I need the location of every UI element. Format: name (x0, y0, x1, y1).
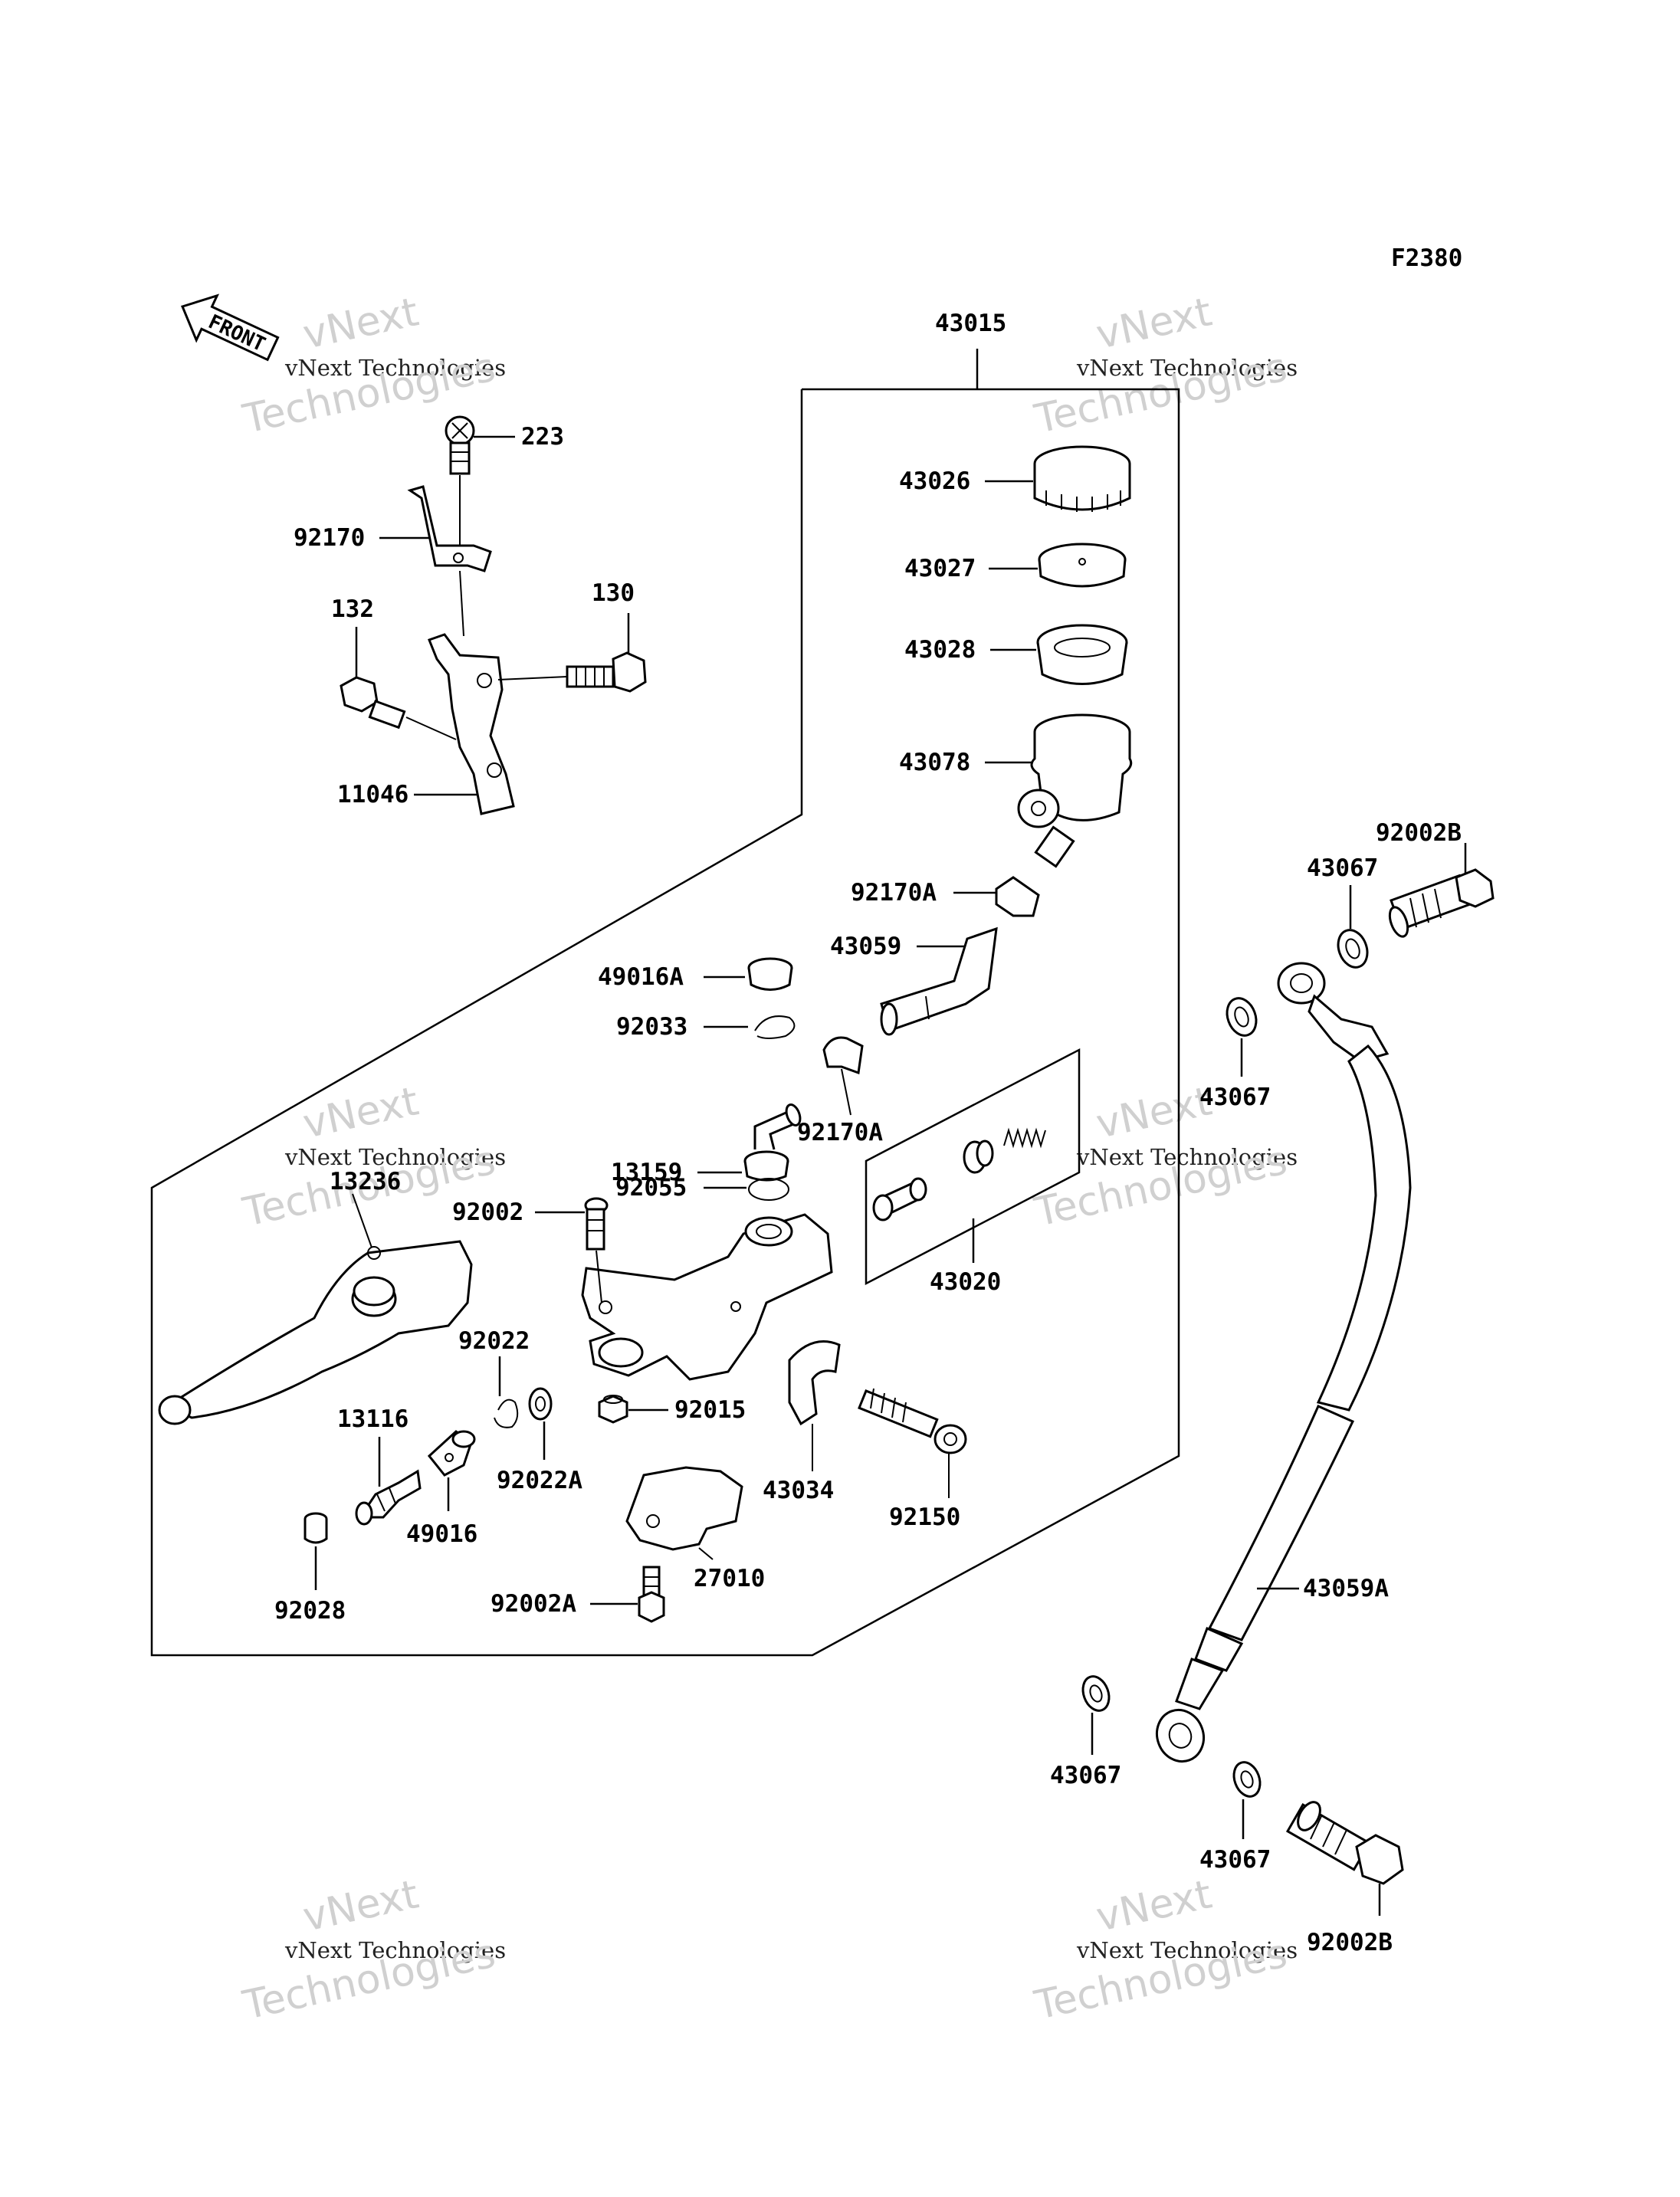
piston-kit-43020-parts (872, 1127, 1046, 1221)
label-92022: 92022 (458, 1327, 530, 1355)
assembly-43015-outline (150, 388, 1180, 1657)
label-92170A-top: 92170A (851, 879, 937, 907)
label-13159: 13159 (611, 1159, 682, 1186)
clip-92170A-top (995, 876, 1040, 917)
label-13236: 13236 (330, 1168, 401, 1195)
washer-92022A (528, 1387, 553, 1421)
circlip-92033 (754, 1015, 796, 1039)
bracket-92170 (407, 485, 492, 572)
washer-43067-d (1232, 1761, 1262, 1798)
label-49016A: 49016A (598, 963, 684, 991)
lever-13236 (158, 1240, 473, 1425)
svg-text:vNext Technologies: vNext Technologies (1076, 1937, 1298, 1963)
svg-text:vNext Technologies: vNext Technologies (284, 355, 506, 381)
label-92002B-top: 92002B (1376, 819, 1462, 847)
label-43067-b: 43067 (1199, 1084, 1271, 1111)
label-92022A: 92022A (497, 1467, 582, 1494)
front-arrow-icon: FRONT (180, 293, 280, 362)
plate-43027 (1038, 543, 1127, 588)
label-92150: 92150 (889, 1503, 960, 1531)
label-132: 132 (331, 595, 374, 623)
label-92002B-bottom: 92002B (1307, 1929, 1393, 1956)
label-43067-d: 43067 (1199, 1846, 1271, 1874)
label-92170A-mid: 92170A (797, 1119, 883, 1146)
label-130: 130 (592, 579, 635, 607)
label-223: 223 (521, 423, 564, 451)
nut-92015 (598, 1395, 628, 1424)
label-92055: 92055 (615, 1174, 687, 1202)
label-92002: 92002 (452, 1199, 523, 1226)
svg-text:vNext: vNext (299, 1078, 422, 1147)
kit-43020-outline (865, 1048, 1081, 1286)
label-43027: 43027 (904, 555, 976, 582)
label-92015: 92015 (674, 1396, 746, 1424)
banjo-bolt-92002B-bottom (1285, 1801, 1404, 1885)
washer-43067-c (1081, 1675, 1111, 1712)
label-43059A: 43059A (1303, 1575, 1389, 1602)
svg-text:vNext: vNext (1092, 1871, 1216, 1940)
diaphragm-43028 (1036, 624, 1128, 685)
oring-92055 (748, 1178, 789, 1201)
label-43026: 43026 (899, 467, 970, 495)
label-43015: 43015 (935, 310, 1006, 337)
label-27010: 27010 (694, 1565, 765, 1592)
label-43067-a: 43067 (1307, 854, 1378, 882)
switch-27010 (625, 1466, 743, 1551)
watermark-bottom-left: vNext vNext Technologies Technologies (238, 1871, 506, 2028)
label-43059: 43059 (830, 933, 901, 960)
svg-text:vNext Technologies: vNext Technologies (1076, 355, 1298, 381)
watermark-bottom-right: vNext vNext Technologies Technologies (1030, 1871, 1298, 2028)
bolt-132 (340, 676, 406, 730)
label-92033: 92033 (616, 1013, 687, 1041)
fitting-13159 (743, 1103, 802, 1182)
bolt-130 (566, 651, 647, 693)
label-43028: 43028 (904, 636, 976, 664)
label-13116: 13116 (337, 1405, 409, 1433)
cap-49016A (747, 957, 793, 991)
bolt-92150 (858, 1388, 967, 1454)
svg-text:vNext: vNext (299, 1871, 422, 1940)
circlip-92022 (494, 1399, 519, 1428)
screw-92002 (584, 1197, 609, 1251)
banjo-bolt-92002B-top (1388, 868, 1495, 938)
watermark-top-right: vNext vNext Technologies Technologies (1030, 289, 1298, 442)
screw-223 (445, 415, 475, 475)
svg-text:vNext: vNext (1092, 1078, 1216, 1147)
washer-43067-a (1337, 929, 1369, 969)
clip-92170A-mid (822, 1036, 864, 1075)
label-43078: 43078 (899, 749, 970, 776)
clamp-43034 (788, 1340, 841, 1426)
figure-code: F2380 (1391, 244, 1462, 272)
washer-43067-b (1226, 997, 1258, 1037)
cap-92028 (304, 1512, 328, 1544)
label-92002A: 92002A (491, 1590, 576, 1618)
reservoir-43078 (1017, 713, 1133, 868)
label-92028: 92028 (274, 1597, 346, 1625)
svg-text:vNext: vNext (1092, 289, 1216, 358)
cap-43026 (1033, 445, 1131, 512)
screw-92002A (638, 1566, 665, 1623)
label-43020: 43020 (930, 1268, 1001, 1296)
svg-text:vNext Technologies: vNext Technologies (284, 1937, 506, 1963)
hose-43059 (880, 926, 998, 1036)
label-11046: 11046 (337, 781, 409, 808)
collar-49016 (427, 1430, 476, 1477)
label-43067-c: 43067 (1050, 1762, 1121, 1789)
pin-13116 (355, 1469, 422, 1526)
label-43034: 43034 (763, 1477, 834, 1504)
svg-text:vNext: vNext (299, 289, 422, 358)
label-92170: 92170 (294, 524, 365, 552)
brake-hose-43059A (1156, 962, 1412, 1763)
master-cylinder-body (581, 1213, 833, 1381)
bracket-11046 (428, 633, 515, 815)
svg-text:vNext Technologies: vNext Technologies (284, 1144, 506, 1170)
label-49016: 49016 (406, 1520, 477, 1548)
svg-text:vNext Technologies: vNext Technologies (1076, 1144, 1298, 1170)
